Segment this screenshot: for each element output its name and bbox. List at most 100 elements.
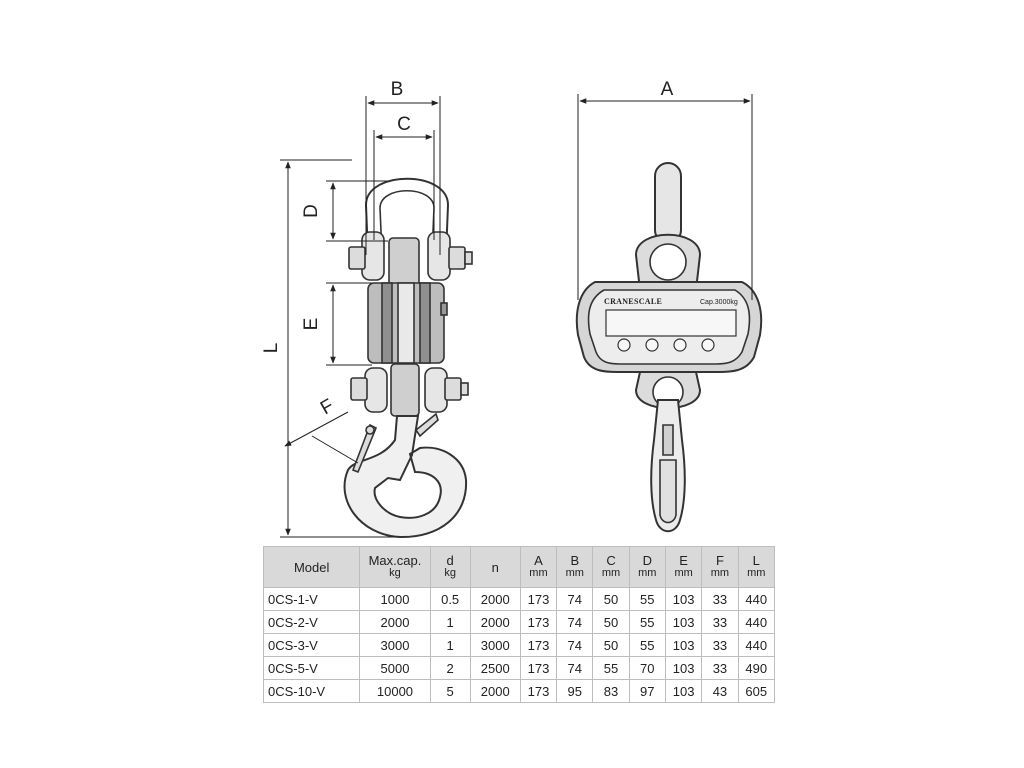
technical-drawing: B C D E L F CRANESCALE Cap.3000kg A (261, 79, 763, 539)
top-nut-right (448, 246, 466, 270)
cell-F: 33 (701, 587, 739, 611)
front-view (575, 162, 763, 533)
dim-label-E: E (301, 318, 322, 331)
cell-L: 440 (737, 633, 776, 657)
cell-E: 103 (664, 633, 703, 657)
cell-E: 103 (664, 656, 703, 680)
cell-F: 33 (701, 633, 739, 657)
cell-C: 50 (592, 633, 630, 657)
table-row: 0CS-2-V 2000 1 2000 173 74 50 55 103 33 … (262, 610, 776, 634)
dim-label-D: D (301, 204, 322, 218)
cell-A: 173 (519, 633, 558, 657)
cell-C: 50 (592, 610, 630, 634)
cell-D: 70 (628, 656, 666, 680)
cell-d: 1 (429, 610, 471, 634)
cell-n: 2500 (469, 656, 521, 680)
display-capacity: Cap.3000kg (700, 299, 738, 306)
display-window (605, 309, 737, 337)
dim-label-A: A (661, 79, 674, 100)
header-model: Model (262, 546, 361, 588)
shackle-bow (364, 177, 450, 256)
hold-button (701, 338, 715, 352)
cell-E: 103 (664, 679, 703, 703)
side-view (343, 177, 473, 539)
cell-E: 103 (664, 610, 703, 634)
top-link (388, 237, 420, 287)
cell-max-cap: 3000 (359, 633, 431, 657)
cell-model: 0CS-3-V (262, 633, 361, 657)
bottom-link (390, 363, 420, 417)
cell-n: 2000 (469, 587, 521, 611)
cell-D: 97 (628, 679, 666, 703)
cell-A: 173 (519, 679, 558, 703)
cell-C: 50 (592, 587, 630, 611)
power-button (617, 338, 631, 352)
table-row: 0CS-10-V 10000 5 2000 173 95 83 97 103 4… (262, 679, 776, 703)
cell-d: 0.5 (429, 587, 471, 611)
cell-B: 74 (556, 633, 594, 657)
dim-label-B: B (391, 79, 404, 100)
bottom-nut-right (444, 377, 462, 401)
cell-d: 1 (429, 633, 471, 657)
cell-d: 2 (429, 656, 471, 680)
cell-max-cap: 5000 (359, 656, 431, 680)
cell-model: 0CS-5-V (262, 656, 361, 680)
cell-d: 5 (429, 679, 471, 703)
table-row: 0CS-1-V 1000 0.5 2000 173 74 50 55 103 3… (262, 587, 776, 611)
header-n: n (469, 546, 521, 588)
shackle-ear-right (427, 231, 451, 281)
cell-E: 103 (664, 587, 703, 611)
cell-L: 440 (737, 587, 776, 611)
safety-latch (351, 423, 378, 474)
cell-F: 33 (701, 610, 739, 634)
dim-label-F: F (317, 395, 338, 419)
cell-F: 33 (701, 656, 739, 680)
cell-C: 55 (592, 656, 630, 680)
tare-button (673, 338, 687, 352)
cell-max-cap: 10000 (359, 679, 431, 703)
cell-model: 0CS-2-V (262, 610, 361, 634)
dim-label-C: C (397, 114, 411, 135)
cell-max-cap: 2000 (359, 610, 431, 634)
cell-D: 55 (628, 633, 666, 657)
cell-A: 173 (519, 656, 558, 680)
cell-A: 173 (519, 610, 558, 634)
table-row: 0CS-5-V 5000 2 2500 173 74 55 70 103 33 … (262, 656, 776, 680)
cell-n: 2000 (469, 610, 521, 634)
cell-L: 605 (737, 679, 776, 703)
cell-n: 2000 (469, 679, 521, 703)
bottom-ear-left (364, 367, 388, 413)
table-row: 0CS-3-V 3000 1 3000 173 74 50 55 103 33 … (262, 633, 776, 657)
bottom-nut-left (350, 377, 368, 401)
cell-B: 74 (556, 587, 594, 611)
cell-n: 3000 (469, 633, 521, 657)
cell-D: 55 (628, 610, 666, 634)
cell-L: 440 (737, 610, 776, 634)
header-max-cap: Max.cap.kg (359, 546, 431, 588)
top-nut-left (348, 246, 366, 270)
dim-label-L: L (261, 343, 282, 354)
cell-B: 74 (556, 656, 594, 680)
side-dimensions (280, 96, 441, 538)
cell-B: 95 (556, 679, 594, 703)
cell-F: 43 (701, 679, 739, 703)
cell-L: 490 (737, 656, 776, 680)
cell-B: 74 (556, 610, 594, 634)
display-brand: CRANESCALE (604, 297, 662, 306)
cell-model: 0CS-10-V (262, 679, 361, 703)
cell-model: 0CS-1-V (262, 587, 361, 611)
top-shackle (654, 162, 682, 244)
bottom-ear-right (424, 367, 448, 413)
cell-max-cap: 1000 (359, 587, 431, 611)
front-dimensions (577, 94, 753, 300)
